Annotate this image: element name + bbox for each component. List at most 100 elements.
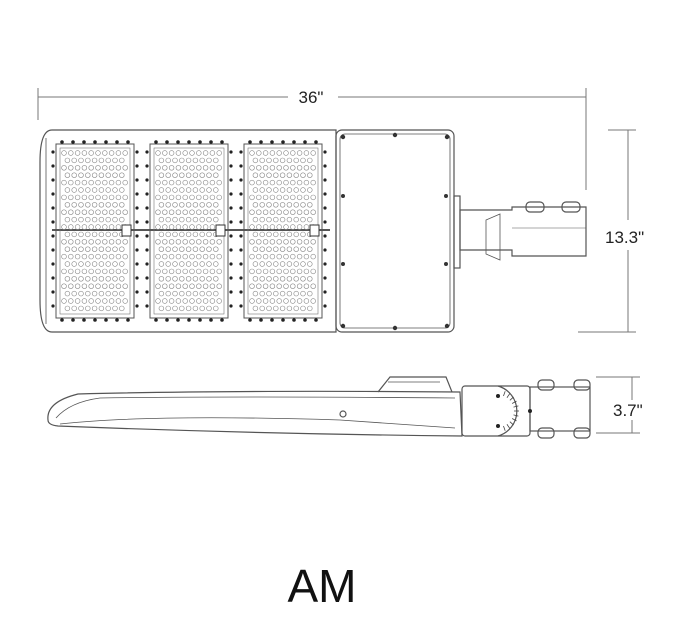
led: [216, 239, 222, 245]
led: [283, 224, 289, 230]
screw-dot: [323, 276, 327, 280]
led: [283, 253, 289, 260]
led: [74, 283, 81, 289]
led: [296, 298, 303, 304]
led: [105, 305, 111, 312]
led: [158, 202, 165, 208]
led: [276, 194, 282, 201]
led: [112, 157, 118, 164]
screw-dot: [135, 220, 139, 224]
led: [162, 165, 168, 171]
led: [262, 179, 269, 186]
screw-dot: [154, 140, 158, 144]
led: [105, 157, 111, 164]
led: [249, 253, 255, 260]
led: [213, 202, 219, 208]
led: [119, 202, 125, 208]
led: [185, 216, 192, 223]
led: [64, 216, 71, 223]
screw-dot: [229, 220, 233, 224]
led: [303, 194, 310, 201]
height-dimension: [596, 376, 640, 434]
led: [68, 298, 74, 304]
screw-dot: [270, 318, 274, 322]
led: [199, 202, 205, 208]
led: [310, 150, 316, 156]
screw-dot: [135, 192, 139, 196]
led: [108, 179, 115, 186]
screw-dot: [323, 290, 327, 294]
led: [165, 231, 171, 238]
led: [300, 187, 306, 193]
led: [182, 283, 188, 289]
led: [179, 246, 185, 252]
led: [300, 246, 306, 252]
led: [115, 239, 122, 245]
led: [196, 298, 202, 304]
led: [112, 290, 118, 297]
led: [122, 283, 128, 289]
led: [256, 165, 262, 171]
led: [162, 194, 168, 201]
screw-dot: [220, 140, 224, 144]
led: [296, 209, 303, 215]
led: [252, 276, 259, 282]
led: [303, 179, 310, 186]
led: [95, 298, 101, 304]
screw-dot: [323, 178, 327, 182]
led: [252, 172, 259, 178]
led: [196, 239, 202, 245]
led: [175, 165, 182, 171]
led: [286, 187, 293, 193]
led: [71, 187, 77, 193]
led: [85, 172, 91, 178]
led: [307, 305, 313, 312]
led: [256, 253, 262, 260]
screw-dot: [135, 234, 139, 238]
screw-dot: [292, 140, 296, 144]
led: [115, 224, 122, 230]
led: [162, 179, 168, 186]
led: [68, 165, 74, 171]
led: [182, 298, 188, 304]
led: [189, 194, 195, 201]
screw-dot: [303, 140, 307, 144]
led: [213, 305, 219, 312]
led: [266, 187, 272, 193]
led: [68, 150, 74, 156]
led: [74, 253, 81, 260]
led: [290, 194, 296, 201]
screw-dot: [145, 178, 149, 182]
led: [266, 216, 272, 223]
screw-dot: [135, 262, 139, 266]
led: [192, 246, 199, 252]
led: [303, 268, 310, 275]
led: [192, 276, 199, 282]
led: [307, 202, 313, 208]
led: [269, 239, 276, 245]
led: [189, 253, 195, 260]
led: [162, 209, 168, 215]
led: [307, 261, 313, 267]
led: [71, 290, 77, 297]
screw-dot: [115, 140, 119, 144]
screw-dot: [314, 140, 318, 144]
led: [266, 157, 272, 164]
led: [61, 150, 67, 156]
led: [61, 179, 67, 186]
led: [266, 305, 272, 312]
led: [158, 276, 165, 282]
tilt-tick: [511, 400, 517, 404]
led: [269, 253, 276, 260]
led: [85, 157, 91, 164]
led: [162, 224, 168, 230]
led: [300, 172, 306, 178]
led: [192, 261, 199, 267]
led: [98, 305, 105, 312]
screw-dot: [229, 164, 233, 168]
led: [172, 202, 178, 208]
led: [112, 187, 118, 193]
led: [172, 231, 178, 238]
screw-dot: [145, 220, 149, 224]
led: [108, 194, 115, 201]
